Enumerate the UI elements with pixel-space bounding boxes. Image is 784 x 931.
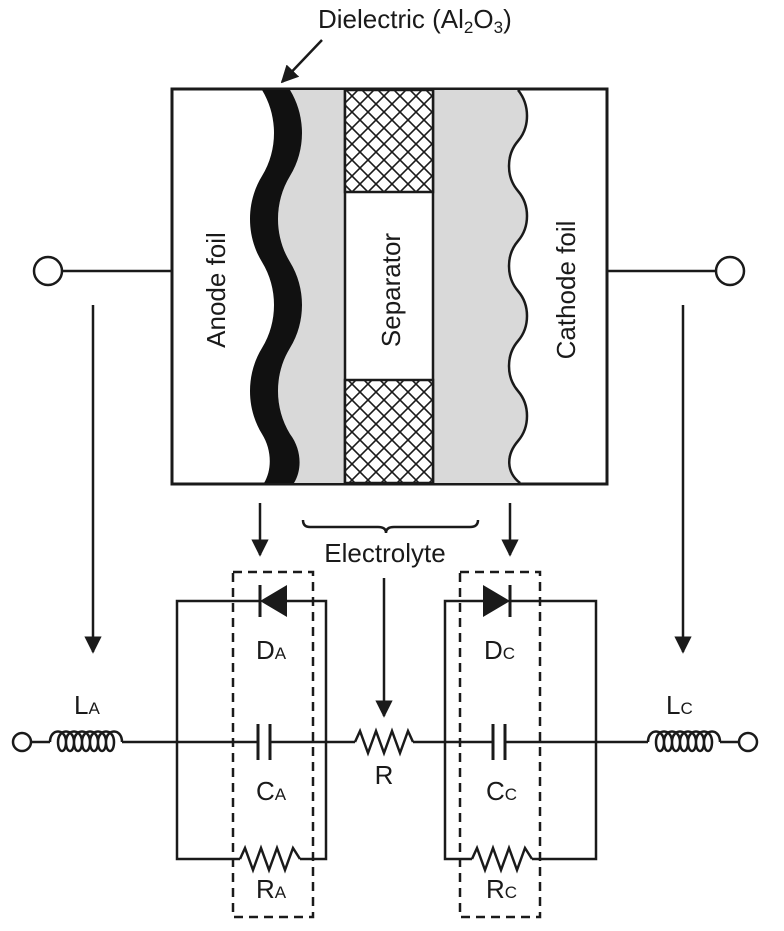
electrolyte-label: Electrolyte: [324, 538, 445, 568]
capacitor-cross-section: Anode foil Separator Cathode foil: [170, 87, 609, 486]
cathode-dashed-box: [458, 570, 542, 919]
diode-da: [260, 585, 287, 617]
label-rc: RC: [486, 874, 517, 904]
separator-label: Separator: [376, 233, 406, 348]
resistor-r: [353, 727, 415, 757]
resistor-ra: [238, 844, 302, 874]
label-lc: LC: [666, 690, 693, 720]
left-circuit-terminal: [11, 731, 33, 753]
equivalent-circuit: [11, 570, 759, 919]
cathode-foil-label: Cathode foil: [551, 221, 581, 360]
label-la: LA: [74, 690, 100, 720]
inductor-lc: [646, 730, 722, 753]
label-r: R: [375, 760, 394, 790]
resistor-rc: [470, 844, 534, 874]
separator-hatch-top: [343, 88, 435, 194]
anode-left-rail: [175, 599, 260, 861]
cathode-left-rail: [443, 599, 485, 861]
anode-foil-label: Anode foil: [201, 232, 231, 348]
dielectric-arrow: [280, 39, 323, 84]
anode-dashed-box: [231, 570, 315, 919]
anode-terminal: [32, 255, 172, 287]
label-cc: CC: [486, 776, 517, 806]
label-ra: RA: [256, 874, 287, 904]
label-ca: CA: [256, 776, 287, 806]
cathode-right-rail: [510, 599, 598, 861]
dielectric-label: Dielectric (Al2O3): [318, 4, 512, 37]
label-da: DA: [256, 635, 287, 665]
cathode-terminal: [607, 255, 746, 287]
label-dc: DC: [484, 635, 515, 665]
inductor-la: [48, 730, 124, 753]
dielectric-layer: [250, 90, 302, 483]
electrolyte-brace: [301, 519, 480, 534]
right-circuit-terminal: [737, 731, 759, 753]
separator-hatch-bottom: [343, 378, 435, 485]
anode-right-rail: [272, 599, 328, 861]
diode-dc: [483, 585, 510, 617]
cathode-surface: [507, 89, 529, 484]
